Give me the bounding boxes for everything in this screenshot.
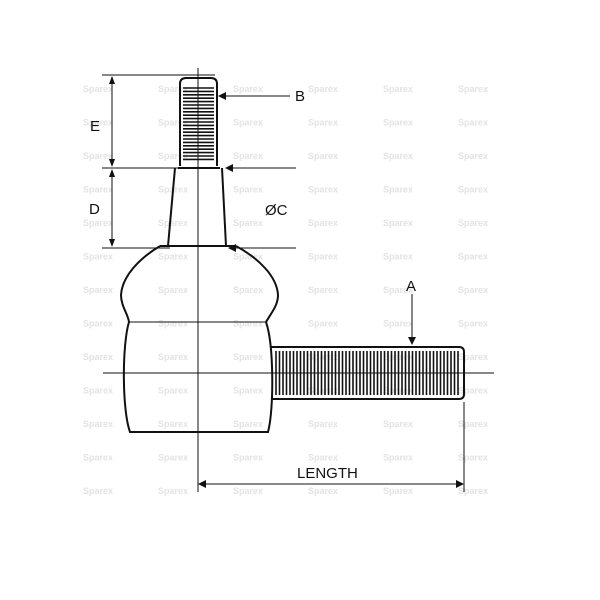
watermark-text: Sparex [458, 319, 488, 329]
watermark-text: Sparex [458, 118, 488, 128]
watermark-text: Sparex [383, 453, 413, 463]
dimension-a: A [406, 278, 416, 345]
watermark-text: Sparex [458, 218, 488, 228]
watermark-text: Sparex [308, 185, 338, 195]
dimension-d: D [89, 169, 115, 247]
watermark-text: Sparex [83, 151, 113, 161]
watermark-text: Sparex [308, 151, 338, 161]
watermark-text: Sparex [83, 486, 113, 496]
watermark-text: Sparex [158, 84, 188, 94]
watermark-text: Sparex [308, 386, 338, 396]
watermark-text: Sparex [458, 151, 488, 161]
watermark-text: Sparex [233, 84, 263, 94]
watermark-text: Sparex [458, 419, 488, 429]
watermark-text: Sparex [233, 453, 263, 463]
watermark-text: Sparex [233, 419, 263, 429]
watermark-text: Sparex [83, 84, 113, 94]
watermark-text: Sparex [83, 252, 113, 262]
watermark-text: Sparex [383, 84, 413, 94]
label-length: LENGTH [297, 465, 358, 482]
watermark-text: Sparex [383, 319, 413, 329]
watermark-text: Sparex [233, 185, 263, 195]
watermark-text: Sparex [158, 352, 188, 362]
dimension-length: LENGTH [198, 465, 464, 488]
watermark-text: Sparex [233, 486, 263, 496]
watermark-text: Sparex [383, 419, 413, 429]
label-a: A [406, 278, 416, 295]
watermark-text: Sparex [83, 118, 113, 128]
watermark-text: Sparex [158, 252, 188, 262]
label-c: ØC [265, 202, 288, 219]
watermark-text: Sparex [458, 252, 488, 262]
watermark-text: Sparex [83, 352, 113, 362]
watermark-text: Sparex [83, 386, 113, 396]
watermark-text: Sparex [233, 218, 263, 228]
watermark-text: Sparex [158, 319, 188, 329]
housing-body [119, 245, 280, 433]
watermark-text: Sparex [158, 118, 188, 128]
watermark-text: Sparex [83, 319, 113, 329]
dimension-b: B [218, 88, 305, 105]
label-e: E [90, 118, 100, 135]
watermark-text: Sparex [458, 453, 488, 463]
watermark-text: Sparex [233, 386, 263, 396]
watermark-text: Sparex [158, 285, 188, 295]
taper-shank [167, 167, 227, 247]
watermark-text: Sparex [158, 386, 188, 396]
watermark-text: Sparex [233, 352, 263, 362]
watermark-text: Sparex [383, 285, 413, 295]
watermark-text: Sparex [233, 285, 263, 295]
label-d: D [89, 201, 100, 218]
watermark-text: Sparex [308, 352, 338, 362]
watermark-text: Sparex [83, 453, 113, 463]
dimension-e: E [90, 76, 115, 167]
watermark-text: Sparex [308, 453, 338, 463]
watermark-text: Sparex [158, 151, 188, 161]
watermark-text: Sparex [233, 252, 263, 262]
watermark-text: Sparex [458, 486, 488, 496]
watermark-text: Sparex [158, 486, 188, 496]
watermark-text: Sparex [308, 486, 338, 496]
watermark-text: Sparex [308, 84, 338, 94]
watermark-text: Sparex [458, 386, 488, 396]
watermark-text: Sparex [458, 352, 488, 362]
watermark-text: Sparex [308, 319, 338, 329]
label-b: B [295, 88, 305, 105]
watermark-text: Sparex [308, 118, 338, 128]
watermark-text: Sparex [233, 319, 263, 329]
watermark-text: Sparex [383, 185, 413, 195]
watermark-text: Sparex [308, 285, 338, 295]
watermark-text: Sparex [308, 419, 338, 429]
watermark-text: Sparex [233, 151, 263, 161]
watermark-text: Sparex [233, 118, 263, 128]
centre-lines [103, 68, 494, 492]
watermark-text: Sparex [158, 419, 188, 429]
watermark-text: Sparex [383, 252, 413, 262]
extension-lines [102, 74, 215, 249]
watermark-text: Sparex [383, 118, 413, 128]
watermark-text: Sparex [458, 185, 488, 195]
watermark-text: Sparex [83, 285, 113, 295]
watermark-text: Sparex [83, 218, 113, 228]
watermark-text: Sparex [458, 285, 488, 295]
dimension-c: ØC [225, 164, 296, 252]
watermark-text: Sparex [458, 84, 488, 94]
watermark-text: Sparex [83, 185, 113, 195]
watermark-text: Sparex [308, 252, 338, 262]
watermark-text: Sparex [83, 419, 113, 429]
watermark-text: Sparex [383, 151, 413, 161]
watermark-text: Sparex [383, 486, 413, 496]
watermark-text: Sparex [383, 218, 413, 228]
watermark-text: Sparex [158, 218, 188, 228]
watermark-text: Sparex [308, 218, 338, 228]
watermark-text: Sparex [158, 453, 188, 463]
